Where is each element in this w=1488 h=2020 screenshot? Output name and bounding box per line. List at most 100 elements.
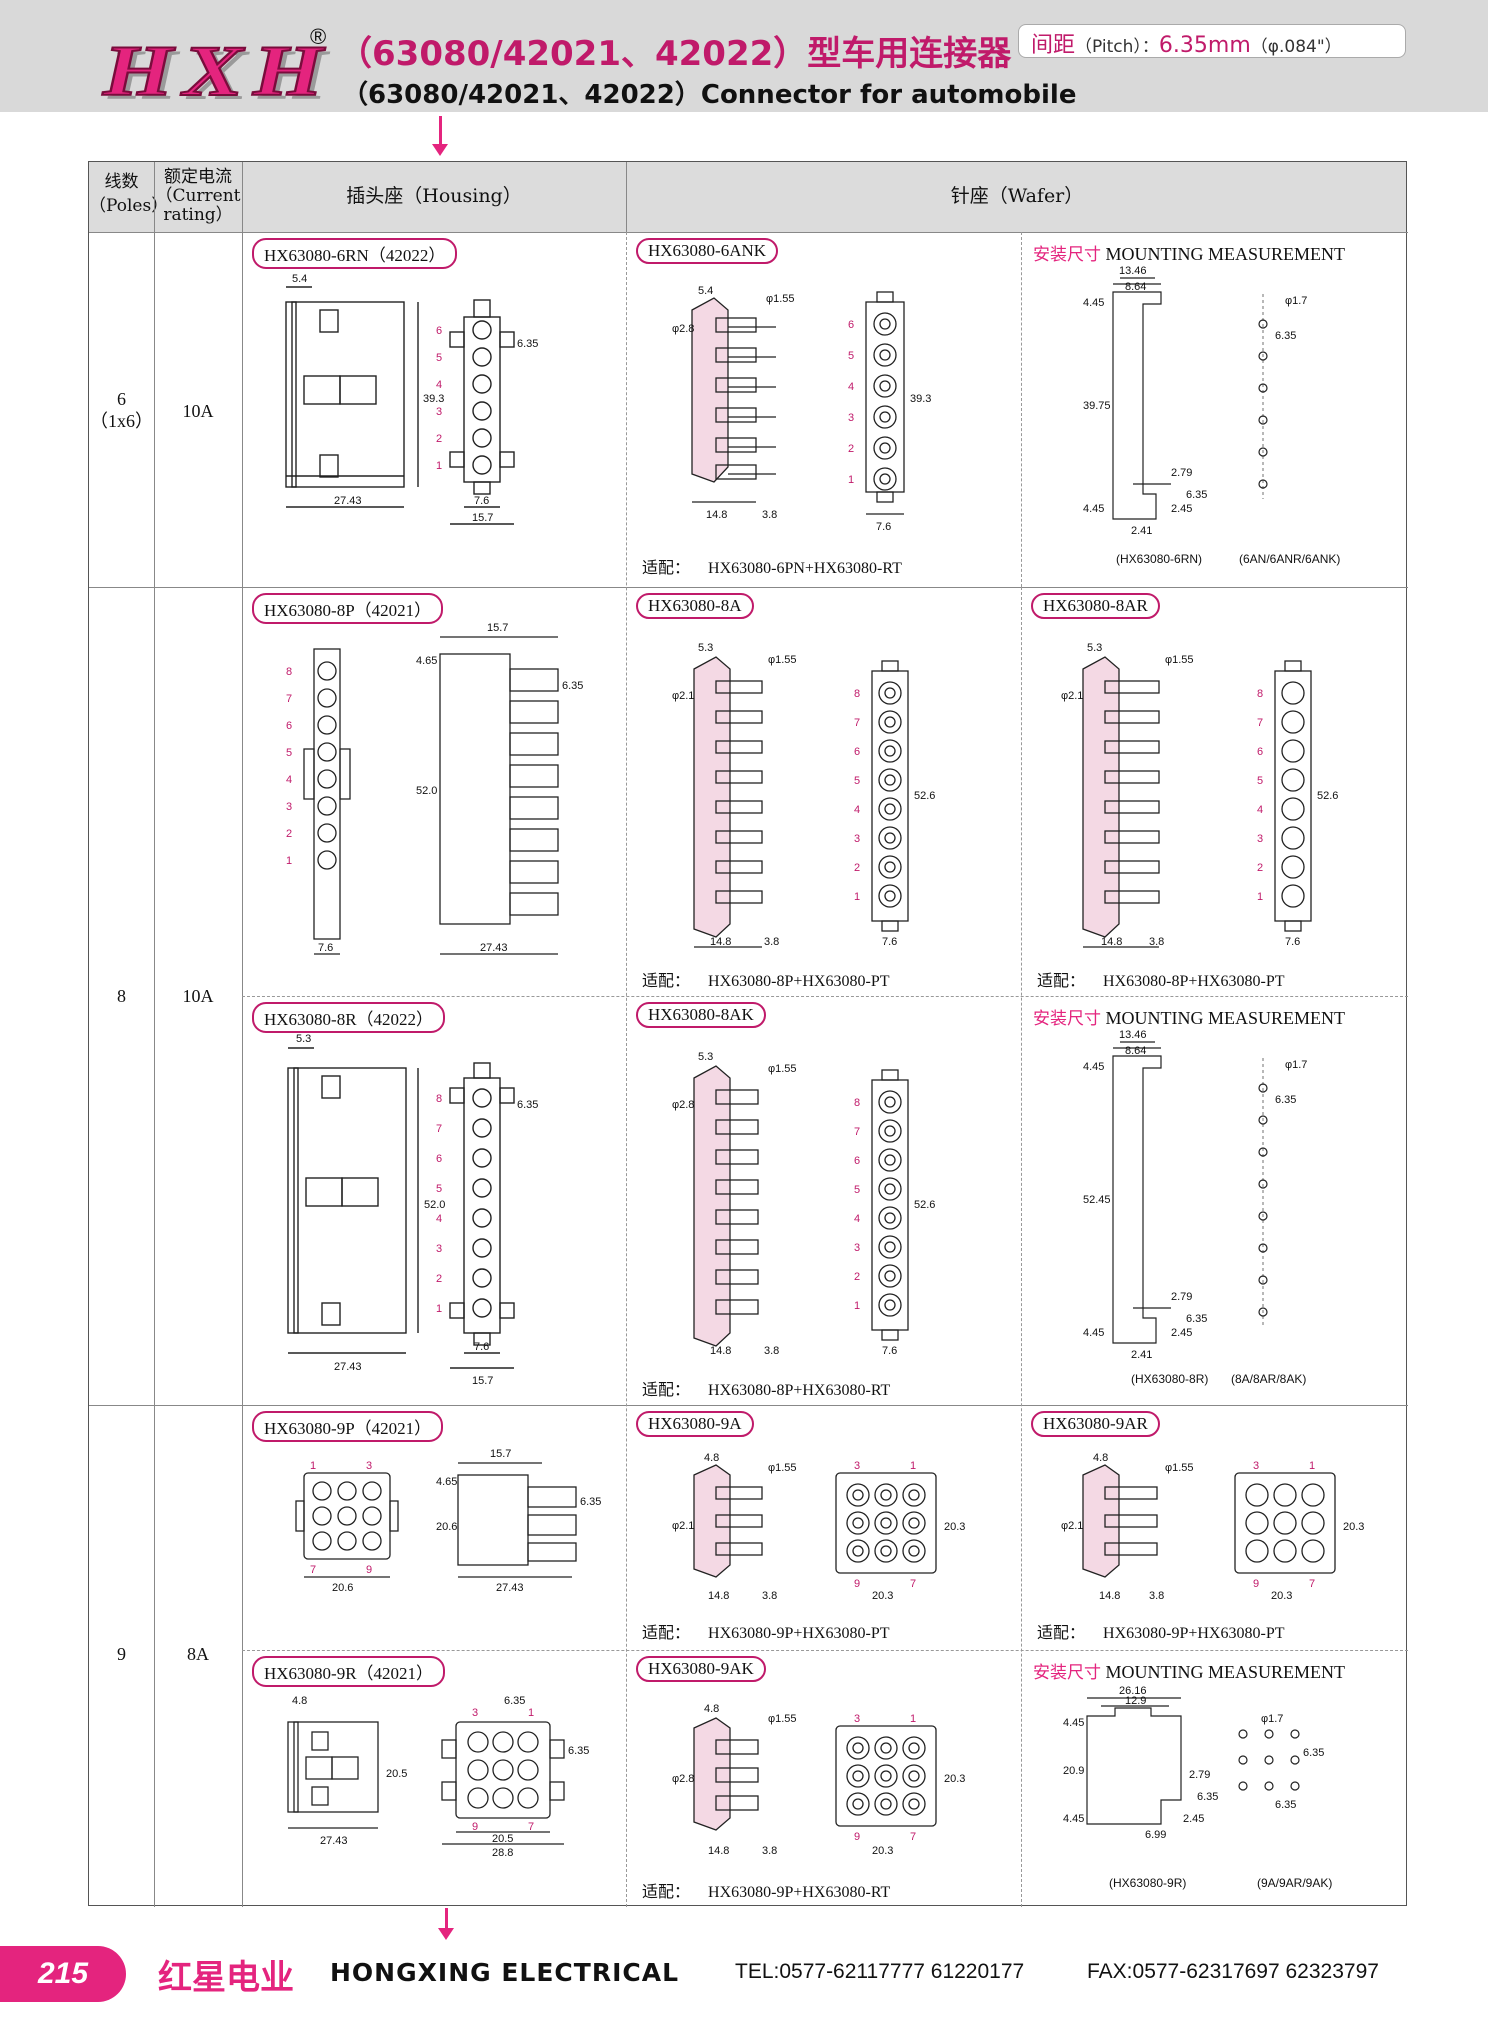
dim-label: 6.35 xyxy=(1275,1799,1296,1811)
dim-label: 4.45 xyxy=(1063,1717,1084,1729)
dim-label: 27.43 xyxy=(496,1582,524,1594)
housing-drawing: 3 1 9 7 4.8 20.5 27.43 6.35 6.35 20.5 28… xyxy=(287,1695,589,1859)
dim-label: 52.0 xyxy=(416,785,437,797)
dim-label: 2.79 xyxy=(1189,1769,1210,1781)
wafer-drawing: 3 1 9 7 4.8 φ2.1 φ1.55 14.8 3.8 20.3 20.… xyxy=(1061,1452,1364,1602)
fit-value: HX63080-9P+HX63080-PT xyxy=(708,1625,890,1642)
pin-label: 3 xyxy=(436,1243,442,1255)
dim-label: 13.46 xyxy=(1119,1029,1147,1041)
th-current-en2: rating） xyxy=(163,205,233,225)
brand-name-cn: 红星电业 xyxy=(158,1958,294,1998)
pin-label: 2 xyxy=(436,1273,442,1285)
dim-label: 6.35 xyxy=(562,680,583,692)
page-header: HXH ® （63080/42021、42022）型车用连接器 （63080/4… xyxy=(0,0,1488,112)
housing-drawing: 8 7 6 5 4 3 2 1 5.3 52.0 6.35 27.43 7.6 … xyxy=(287,1033,538,1387)
pin-label: 5 xyxy=(1257,775,1263,787)
dim-label: 6.35 xyxy=(580,1496,601,1508)
pin-label: 3 xyxy=(854,833,860,845)
mounting-drawing: 13.46 8.64 4.45 39.75 4.45 2.79 6.35 2.4… xyxy=(1083,265,1307,537)
panel-divider xyxy=(1021,587,1022,1907)
panel-6-mounting: 安装尺寸 MOUNTING MEASUREMENT 13.46 8.64 4.4… xyxy=(1021,232,1408,587)
panel-8r-housing: HX63080-8R（42022） 8 7 6 xyxy=(242,996,626,1405)
pin-label: 7 xyxy=(910,1831,916,1843)
pin-label: 9 xyxy=(854,1578,860,1590)
dim-label: 4.8 xyxy=(1093,1452,1108,1464)
row6-poles-value: 6 xyxy=(117,389,126,409)
fit-label: 适配： xyxy=(642,973,691,990)
pin-label: 7 xyxy=(1257,717,1263,729)
panel-8p-housing: HX63080-8P（42021） 8 7 6 5 xyxy=(242,587,626,996)
dim-label: 12.9 xyxy=(1125,1695,1146,1707)
mounting-drawing: 13.46 8.64 4.45 52.45 4.45 2.79 6.35 2.4… xyxy=(1083,1029,1307,1361)
fit-line: 适配：HX63080-8P+HX63080-PT xyxy=(642,967,889,991)
dim-label: 5.4 xyxy=(698,285,713,297)
pin-label: 3 xyxy=(854,1713,860,1725)
mounting-note-wafer: (8A/8AR/8AK) xyxy=(1231,1372,1307,1386)
th-current: 额定电流 （Current rating） xyxy=(154,168,242,225)
table-header xyxy=(89,162,1406,232)
housing-drawing: 8 7 6 5 4 3 2 1 15.7 4.65 52.0 6.35 7.6 … xyxy=(286,622,583,955)
brand-name-en: HONGXING ELECTRICAL xyxy=(330,1958,680,1987)
page-title-cn: （63080/42021、42022）型车用连接器 xyxy=(338,34,1012,74)
pin-label: 4 xyxy=(436,379,442,391)
pin-label: 3 xyxy=(848,412,854,424)
pitch-value: 6.35mm xyxy=(1158,33,1251,58)
model-tag: HX63080-9AR xyxy=(1031,1411,1160,1437)
pin-label: 1 xyxy=(910,1713,916,1725)
pin-label: 4 xyxy=(286,774,292,786)
row-divider xyxy=(89,587,1408,588)
registered-mark: ® xyxy=(310,24,327,49)
dim-label: 20.6 xyxy=(436,1521,457,1533)
panel-9p-housing: HX63080-9P（42021） 1 3 7 9 20.6 xyxy=(242,1405,626,1650)
dim-label: 14.8 xyxy=(1101,936,1122,948)
dim-label: 2.41 xyxy=(1131,1349,1152,1361)
pin-label: 8 xyxy=(1257,688,1263,700)
row6-poles-sub: （1x6） xyxy=(90,411,153,431)
dim-label: 52.0 xyxy=(424,1199,445,1211)
model-tag: HX63080-8R（42022） xyxy=(252,1002,446,1033)
dim-label: 4.65 xyxy=(436,1476,457,1488)
dim-label: 6.35 xyxy=(1275,1094,1296,1106)
model-tag: HX63080-8AR xyxy=(1031,593,1160,619)
pin-label: 5 xyxy=(436,352,442,364)
mounting-title-en: MOUNTING MEASUREMENT xyxy=(1105,1662,1346,1682)
mounting-title-en: MOUNTING MEASUREMENT xyxy=(1105,244,1346,264)
pin-label: 4 xyxy=(854,804,860,816)
pin-label: 6 xyxy=(854,746,860,758)
dim-label: 7.6 xyxy=(876,521,891,533)
pin-label: 5 xyxy=(854,775,860,787)
dim-label: φ1.7 xyxy=(1285,295,1307,307)
th-poles-en: （Poles） xyxy=(89,196,169,216)
dim-label: 6.35 xyxy=(1197,1791,1218,1803)
mounting-note-housing: (HX63080-6RN) xyxy=(1116,552,1203,566)
pin-label: 1 xyxy=(436,460,442,472)
pin-label: 7 xyxy=(528,1821,534,1833)
dim-label: 5.3 xyxy=(698,1051,713,1063)
dim-label: 20.3 xyxy=(1343,1521,1364,1533)
dim-label: 20.6 xyxy=(332,1582,353,1594)
panel-9r-housing: HX63080-9R（42021） 3 1 9 7 xyxy=(242,1650,626,1907)
row-divider xyxy=(89,232,1408,233)
fit-line: 适配：HX63080-8P+HX63080-PT xyxy=(1037,967,1284,991)
pin-label: 6 xyxy=(436,325,442,337)
pin-label: 2 xyxy=(854,862,860,874)
dim-label: 20.5 xyxy=(492,1833,513,1845)
pin-label: 7 xyxy=(854,717,860,729)
pin-label: 7 xyxy=(1309,1578,1315,1590)
spec-table: 线数 （Poles） 额定电流 （Current rating） 插头座（Hou… xyxy=(88,161,1408,1907)
pin-label: 6 xyxy=(854,1155,860,1167)
fit-label: 适配： xyxy=(642,1884,691,1901)
panel-9ak-wafer: HX63080-9AK 3 1 9 7 4.8 xyxy=(626,1650,1021,1907)
dim-label: 4.45 xyxy=(1083,297,1104,309)
pin-label: 1 xyxy=(848,474,854,486)
contact-fax: FAX:0577-62317697 62323797 xyxy=(1087,1960,1379,1983)
pin-label: 1 xyxy=(436,1303,442,1315)
pin-label: 7 xyxy=(910,1578,916,1590)
col-divider xyxy=(242,162,243,1907)
dim-label: φ2.1 xyxy=(1061,1520,1083,1532)
dim-label: 52.6 xyxy=(914,1199,935,1211)
model-tag: HX63080-9P（42021） xyxy=(252,1411,444,1442)
wafer-drawing: 3 1 9 7 4.8 φ2.1 φ1.55 14.8 3.8 20.3 20.… xyxy=(672,1452,965,1602)
dim-label: 52.45 xyxy=(1083,1194,1111,1206)
dim-label: φ2.8 xyxy=(672,1773,694,1785)
